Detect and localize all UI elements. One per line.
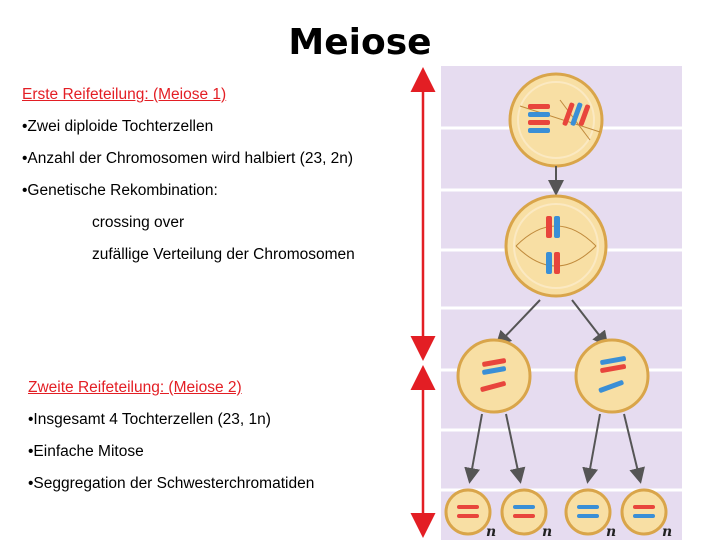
ploidy-label-1: n [486,524,496,540]
parent-cell [508,72,604,168]
page-title: Meiose [288,22,432,63]
gamete-4 [620,488,668,536]
meiosis1-heading: Erste Reifeteilung: (Meiose 1) [22,86,227,103]
metaphase-cell [504,194,608,298]
meiosis2-bullet-3: •Seggregation der Schwesterchromatiden [28,475,315,492]
meiosis1-bullet-3: •Genetische Rekombination: [22,182,218,199]
ploidy-label-2: n [542,524,552,540]
gamete-1 [444,488,492,536]
ploidy-label-3: n [606,524,616,540]
daughter-cell-left [456,338,532,414]
meiosis1-sub-1: crossing over [92,214,185,231]
meiosis1-text: Erste Reifeteilung: (Meiose 1) •Zwei dip… [22,84,355,276]
meiosis1-bullet-1: •Zwei diploide Tochterzellen [22,118,214,135]
meiosis2-heading: Zweite Reifeteilung: (Meiose 2) [28,379,242,396]
meiosis1-bullet-2: •Anzahl der Chromosomen wird halbiert (2… [22,150,354,167]
daughter-cell-right [574,338,650,414]
gamete-2 [500,488,548,536]
ploidy-label-4: n [662,524,672,540]
meiosis1-sub-2: zufällige Verteilung der Chromosomen [92,246,355,263]
meiosis2-text: Zweite Reifeteilung: (Meiose 2) •Insgesa… [28,377,314,505]
meiosis2-bullet-1: •Insgesamt 4 Tochterzellen (23, 1n) [28,411,271,428]
meiosis2-bullet-2: •Einfache Mitose [28,443,144,460]
gamete-3 [564,488,612,536]
